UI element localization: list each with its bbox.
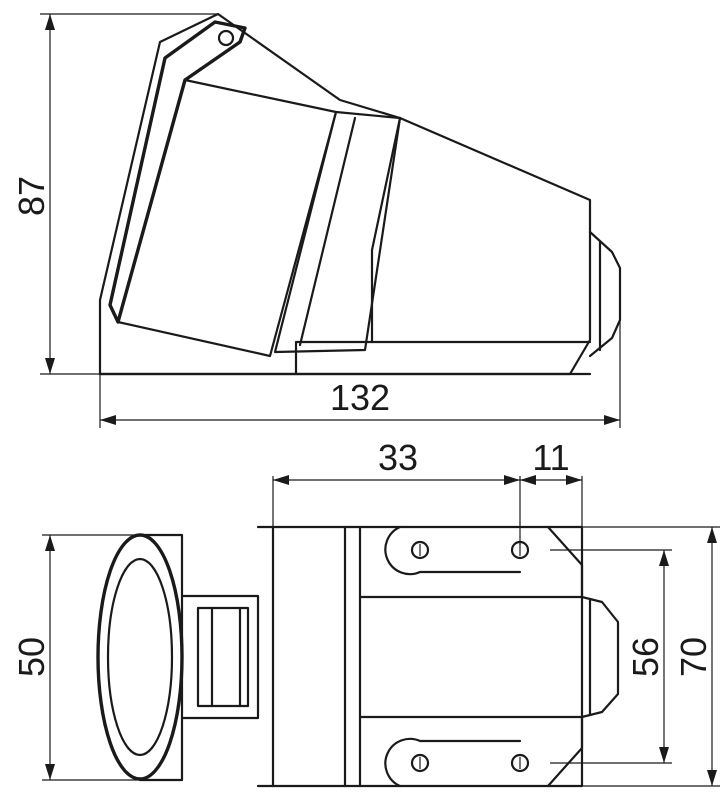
top-slot-lower (384, 737, 522, 788)
side-body-edge (370, 116, 402, 344)
label-side-length: 132 (330, 377, 390, 418)
top-chamfer-top (546, 525, 584, 599)
top-neck-inner (196, 606, 250, 708)
side-collar-inner (298, 116, 357, 347)
top-hole-4 (510, 753, 530, 773)
label-front-height-b: 56 (625, 637, 666, 677)
side-collar (273, 110, 402, 354)
dimension-front-height-a: 50 (11, 534, 140, 781)
top-lid-rim (138, 533, 184, 782)
top-chamfer-bottom (546, 715, 584, 788)
side-mounting-hole (217, 29, 235, 47)
top-neck (180, 594, 260, 720)
top-view (96, 525, 620, 788)
top-cable-gland (580, 595, 620, 719)
dimension-side-height: 87 (11, 13, 218, 375)
side-view (98, 12, 622, 376)
dimension-side-length: 132 (99, 320, 621, 428)
top-hole-1 (410, 540, 430, 560)
top-body (358, 525, 584, 788)
side-housing-outline (98, 12, 592, 376)
top-lid-inner (106, 557, 174, 757)
side-cable-gland (588, 230, 622, 358)
top-collar (343, 525, 362, 788)
label-top-spacing-b: 11 (532, 437, 569, 478)
label-front-height-a: 50 (11, 637, 52, 677)
side-lid-inner (116, 78, 338, 358)
dimension-top-spacing: 33 11 (272, 437, 583, 545)
label-top-spacing-a: 33 (378, 437, 418, 478)
top-hole-3 (410, 753, 430, 773)
dimension-front-height-b: 56 (550, 549, 672, 764)
top-slot-upper (384, 525, 522, 576)
top-lid-outer (96, 533, 184, 781)
dimension-front-height-c: 70 (582, 526, 720, 787)
side-body (294, 340, 592, 376)
top-flange (256, 525, 347, 788)
label-side-height: 87 (11, 176, 52, 216)
side-lid-face (108, 20, 247, 324)
label-front-height-c: 70 (673, 637, 714, 677)
